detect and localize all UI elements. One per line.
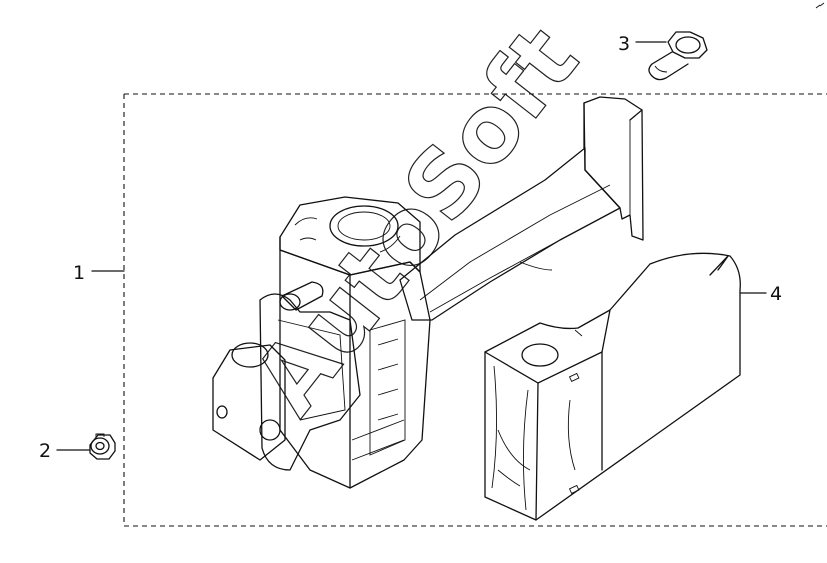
callout-4-number: 4 [770, 283, 782, 305]
nut-drawing [89, 433, 116, 460]
callout-2[interactable]: 2 [39, 440, 91, 462]
assembly-boundary [123, 93, 827, 527]
callout-1-number: 1 [73, 262, 85, 284]
bolt-drawing [648, 31, 708, 81]
callout-2-number: 2 [39, 440, 51, 462]
callout-3[interactable]: 3 [618, 33, 667, 55]
callout-1[interactable]: 1 [73, 262, 125, 284]
watermark-text: AutoSoft [233, 7, 599, 433]
check-strap-drawing [212, 96, 644, 489]
corner-mark [815, 2, 825, 9]
callout-4[interactable]: 4 [739, 283, 782, 305]
callout-3-number: 3 [618, 33, 630, 55]
cover-drawing [484, 252, 741, 521]
